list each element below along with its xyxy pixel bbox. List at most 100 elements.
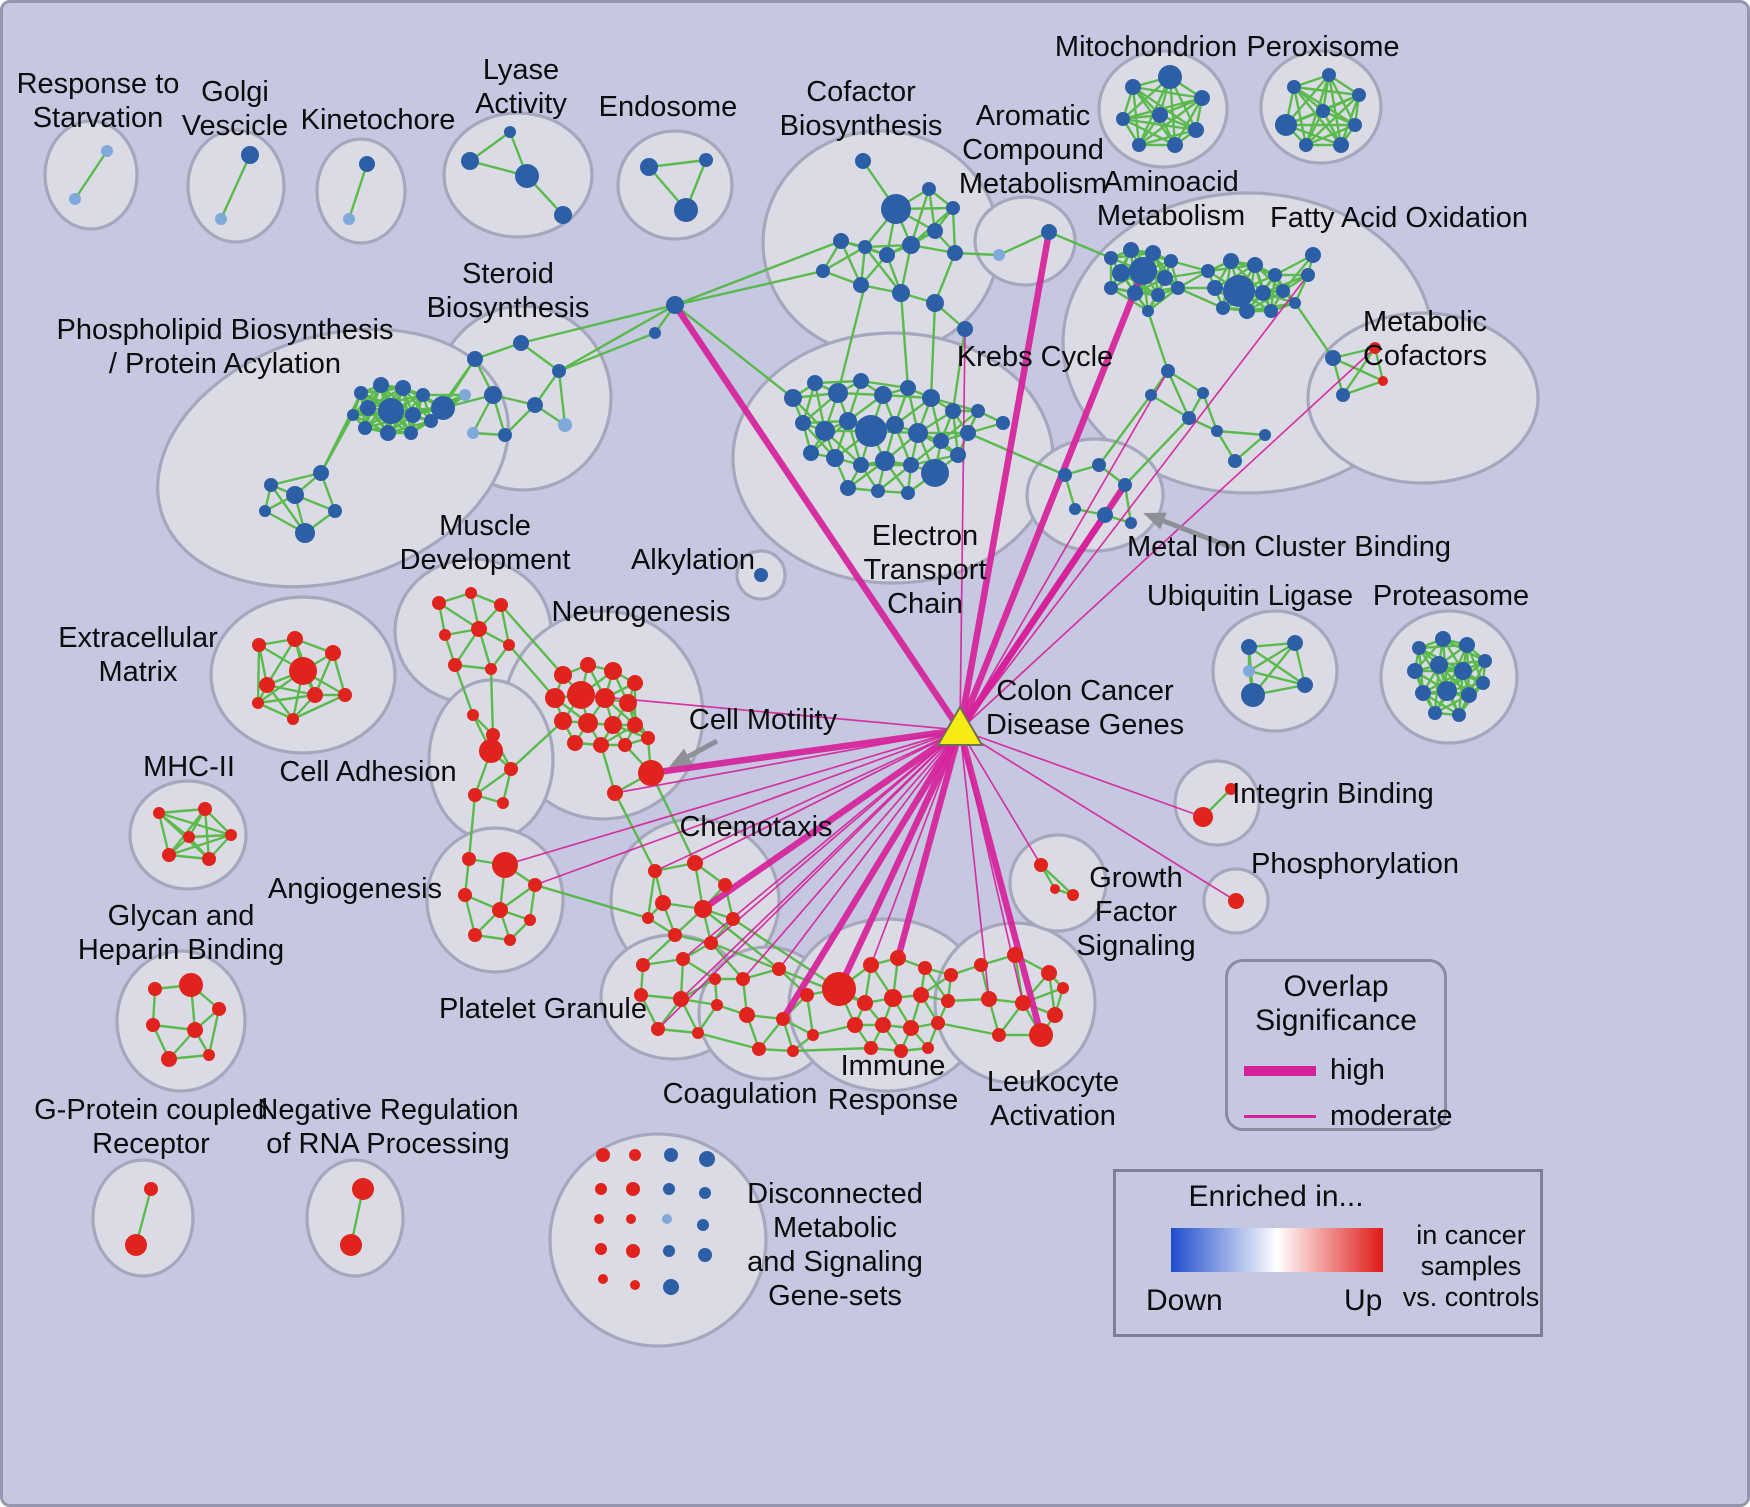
gene-set-edge [1149, 393, 1191, 420]
overlap-edge-moderate [694, 729, 961, 864]
gene-set-node-steroid-biosynthesis [513, 335, 529, 351]
gene-set-node-lyase-activity [554, 206, 572, 224]
gene-set-node-krebs-etc [839, 412, 857, 430]
gene-set-node-cofactor-biosynthesis [816, 264, 830, 278]
gene-set-node-extracellular-matrix [252, 638, 266, 652]
gene-set-node-immune-response [822, 972, 856, 1006]
overlap-edge-moderate [959, 729, 1204, 818]
gene-set-edge [219, 153, 252, 221]
gene-set-node-angiogenesis [492, 902, 508, 918]
gene-set-edge [1341, 379, 1385, 397]
gene-set-node-coagulation [807, 1029, 819, 1041]
label-chemotaxis: Chemotaxis [679, 811, 832, 843]
gene-set-node-immune-response [944, 968, 958, 982]
gene-set-node-extracellular-matrix [287, 713, 299, 725]
inter-cluster-edge [557, 303, 677, 373]
moderate-significance-line [1244, 1115, 1316, 1118]
gene-set-node-golgi-vescicle [215, 213, 227, 225]
nodes [69, 65, 1492, 1295]
cluster-ellipse-disconnected-gene-sets [548, 1132, 768, 1348]
gene-set-node-amino-fatty-metabolism [1123, 242, 1139, 258]
gene-set-edge [207, 1007, 221, 1057]
overlap-significance-legend: Overlap Significance high moderate [1225, 959, 1453, 1132]
gene-set-node-neurogenesis [619, 694, 637, 712]
gene-set-node-neurogenesis [638, 760, 664, 786]
gene-set-node-amino-fatty-metabolism [1201, 264, 1215, 278]
cluster-ellipse-angiogenesis [425, 826, 565, 974]
gene-set-node-endosome [699, 153, 713, 167]
gene-set-node-amino-fatty-metabolism [1264, 304, 1278, 318]
gene-set-node-krebs-etc [828, 383, 848, 403]
gene-set-node-neurogenesis [627, 675, 643, 691]
label-coagulation: Coagulation [663, 1078, 818, 1110]
gene-set-node-leukocyte-activation [1047, 1007, 1063, 1023]
cluster-ellipse-ubiquitin-ligase [1211, 609, 1339, 733]
gene-set-node-mitochondrion [1116, 112, 1130, 126]
gene-set-node-disconnected-gene-sets [699, 1187, 711, 1199]
gene-set-node-cofactor-biosynthesis [902, 236, 920, 254]
gene-set-edge [1201, 391, 1219, 433]
gene-set-node-muscle-development [503, 639, 515, 651]
gene-set-node-aromatic-compound-metabolism [993, 249, 1005, 261]
inter-cluster-edge [673, 239, 843, 307]
overlap-edge-high [894, 726, 964, 962]
gene-set-node-immune-response [890, 950, 906, 966]
label-integrin-binding: Integrin Binding [1232, 778, 1434, 810]
gene-set-node-endosome [674, 198, 698, 222]
overlap-edge-high [835, 726, 964, 993]
gene-set-node-krebs-etc [903, 457, 919, 473]
gene-set-node-disconnected-gene-sets [663, 1183, 675, 1195]
moderate-significance-label: moderate [1330, 1100, 1453, 1132]
gene-set-node-disconnected-gene-sets [697, 1219, 709, 1231]
gene-set-node-metal-ion-cluster-binding [1118, 478, 1132, 492]
gene-set-node-mitochondrion [1188, 122, 1204, 138]
gene-set-node-negative-regulation-rna [352, 1178, 374, 1200]
gene-set-edge [1247, 669, 1307, 687]
gene-set-node-ubiquitin-ligase [1243, 665, 1255, 677]
cluster-ellipse-proteasome [1379, 609, 1519, 745]
gene-set-edge [1215, 429, 1267, 437]
gene-set-node-amino-fatty-metabolism [1157, 270, 1173, 286]
gene-set-node-negative-regulation-rna [340, 1234, 362, 1256]
gene-set-node-amino-fatty-metabolism [1216, 301, 1230, 315]
gene-set-node-metal-ion-cluster-binding [1097, 507, 1113, 523]
enrichment-note-line3: vs. controls [1402, 1282, 1540, 1312]
gene-set-edge [256, 693, 317, 705]
gene-set-node-cell-adhesion [479, 739, 503, 763]
inter-cluster-edge [519, 303, 677, 345]
enrichment-legend: Enriched in... Down Up in cancer samples… [1113, 1169, 1543, 1337]
gene-set-node-amino-fatty-metabolism [1142, 305, 1154, 317]
gene-set-node-proteasome [1476, 676, 1490, 690]
gene-set-node-immune-response [884, 989, 902, 1007]
gene-set-node-krebs-etc [971, 404, 985, 418]
overlap-edge-moderate [959, 347, 1376, 731]
gene-set-node-glycan-heparin-binding [203, 1049, 215, 1061]
gene-set-node-cofactor-biosynthesis [879, 247, 895, 263]
gene-set-node-mitochondrion [1152, 107, 1168, 123]
gene-set-node-platelet-granule [709, 973, 721, 985]
gene-set-edge [1341, 346, 1377, 397]
gene-set-node-amino-fatty-metabolism [1276, 284, 1290, 298]
gene-set-node-cofactor-biosynthesis [881, 194, 911, 224]
gene-set-edge [1131, 85, 1204, 100]
overlap-edge-high [671, 301, 964, 734]
gene-set-node-muscle-development [471, 621, 487, 637]
gene-set-node-angiogenesis [468, 928, 482, 942]
gene-set-edge [73, 149, 109, 201]
gene-set-node-amino-fatty-metabolism [1305, 247, 1321, 263]
cluster-ellipse-metabolic-cofactors [1306, 311, 1540, 485]
gene-set-node-muscle-development [432, 596, 446, 610]
gene-set-edge [863, 245, 903, 295]
gene-set-edge [1261, 273, 1310, 295]
gene-set-node-immune-response [931, 1016, 945, 1030]
gene-set-edge [909, 187, 931, 247]
gene-set-node-disconnected-gene-sets [662, 1214, 672, 1224]
